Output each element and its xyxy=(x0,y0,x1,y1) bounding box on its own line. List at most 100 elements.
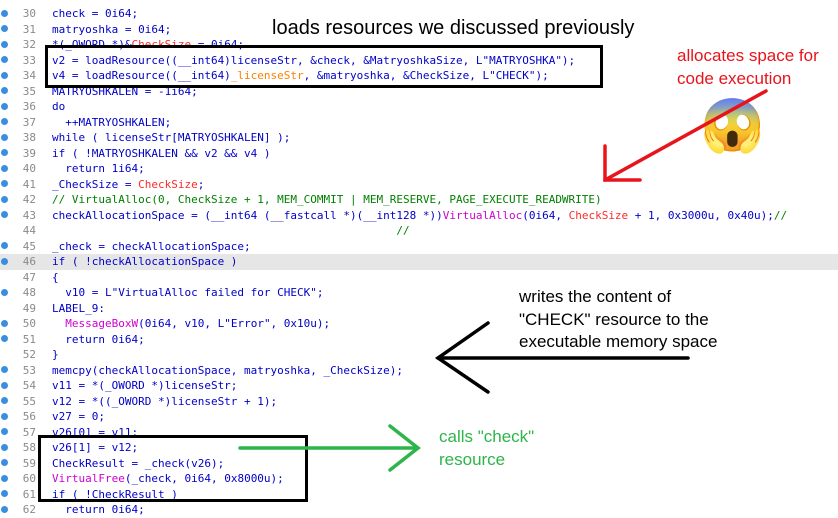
code-text: check = 0i64; xyxy=(52,6,138,22)
code-token: return 1i64; xyxy=(52,162,145,175)
breakpoint-dot-icon[interactable] xyxy=(1,211,8,218)
code-text: v2 = loadResource((__int64)licenseStr, &… xyxy=(52,53,575,69)
annotation-loads: loads resources we discussed previously xyxy=(272,17,635,39)
code-line: 41_CheckSize = CheckSize; xyxy=(0,177,838,193)
annotation-writes-line3: executable memory space xyxy=(519,332,718,351)
code-text: memcpy(checkAllocationSpace, matryoshka,… xyxy=(52,363,403,379)
line-number: 36 xyxy=(22,100,36,113)
breakpoint-dot-icon[interactable] xyxy=(1,87,8,94)
annotation-writes-line1: writes the content of xyxy=(519,287,672,306)
breakpoint-dot-icon[interactable] xyxy=(1,474,8,482)
breakpoint-dot-icon[interactable] xyxy=(1,319,8,327)
code-token: if ( !CheckResult ) xyxy=(52,487,178,501)
code-token: v2 = loadResource((__int64)licenseStr, &… xyxy=(52,53,576,67)
line-number: 53 xyxy=(22,363,36,377)
line-number: 40 xyxy=(22,162,36,175)
code-token: (0i64, xyxy=(522,208,569,222)
breakpoint-dot-icon[interactable] xyxy=(1,242,8,249)
code-token: memcpy(checkAllocationSpace, matryoshka,… xyxy=(52,363,403,377)
line-number: 52 xyxy=(22,348,36,361)
load-resources-box xyxy=(45,45,603,88)
code-token: return 0i64; xyxy=(52,503,145,516)
line-number: 59 xyxy=(22,456,36,470)
breakpoint-dot-icon[interactable] xyxy=(1,257,8,265)
breakpoint-dot-icon[interactable] xyxy=(1,102,8,110)
code-text: // VirtualAlloc(0, CheckSize + 1, MEM_CO… xyxy=(52,192,602,208)
code-token: // xyxy=(52,224,410,237)
code-text: MessageBoxW(0i64, v10, L"Error", 0x10u); xyxy=(52,316,330,332)
code-text: if ( !checkAllocationSpace ) xyxy=(52,254,237,270)
breakpoint-dot-icon[interactable] xyxy=(1,397,8,404)
breakpoint-dot-icon[interactable] xyxy=(1,133,8,141)
breakpoint-dot-icon[interactable] xyxy=(1,459,8,466)
code-token: (0i64, v10, L"Error", 0x10u); xyxy=(138,317,331,330)
code-token: + 1, 0x3000u, 0x40u); xyxy=(628,208,774,222)
code-token: return 0i64; xyxy=(52,332,145,346)
code-token: v11 = *(_OWORD *)licenseStr; xyxy=(52,379,238,392)
line-number: 62 xyxy=(22,503,36,516)
breakpoint-dot-icon[interactable] xyxy=(1,443,8,451)
code-token: } xyxy=(52,348,59,361)
line-number: 57 xyxy=(22,425,36,439)
code-line: 53 memcpy(checkAllocationSpace, matryoshk… xyxy=(0,363,838,379)
breakpoint-dot-icon[interactable] xyxy=(1,412,8,420)
code-line: 52} xyxy=(0,347,838,363)
breakpoint-dot-icon[interactable] xyxy=(1,195,8,203)
breakpoint-dot-icon[interactable] xyxy=(1,40,8,48)
code-text: matryoshka = 0i64; xyxy=(52,22,171,38)
code-line: 34 v4 = loadResource((__int64)_licenseStr… xyxy=(0,68,838,84)
line-number: 34 xyxy=(22,69,36,82)
breakpoint-dot-icon[interactable] xyxy=(1,118,8,125)
code-text: // xyxy=(52,223,410,239)
breakpoint-dot-icon[interactable] xyxy=(1,366,8,373)
line-number: 38 xyxy=(22,131,36,144)
line-number: 58 xyxy=(22,441,36,454)
code-line: 62 return 0i64; xyxy=(0,502,838,518)
line-number: 32 xyxy=(22,38,36,51)
breakpoint-dot-icon[interactable] xyxy=(1,71,8,79)
code-line: 50 MessageBoxW(0i64, v10, L"Error", 0x10… xyxy=(0,316,838,332)
code-token: check = 0i64; xyxy=(52,7,139,20)
code-line: 44 // xyxy=(0,223,838,239)
breakpoint-dot-icon[interactable] xyxy=(1,335,8,342)
code-line: 45_check = checkAllocationSpace; xyxy=(0,239,838,255)
line-number: 39 xyxy=(22,146,36,160)
breakpoint-dot-icon[interactable] xyxy=(1,490,8,497)
line-number: 46 xyxy=(22,255,36,268)
code-text: v10 = L"VirtualAlloc failed for CHECK"; xyxy=(52,285,323,301)
code-line: 40 return 1i64; xyxy=(0,161,838,177)
breakpoint-dot-icon[interactable] xyxy=(1,180,8,187)
code-text: return 0i64; xyxy=(52,332,145,348)
breakpoint-dot-icon[interactable] xyxy=(1,9,8,17)
code-token: MessageBoxW xyxy=(65,317,139,330)
code-text: v12 = *((_OWORD *)licenseStr + 1); xyxy=(52,394,277,410)
code-token: if ( !checkAllocationSpace ) xyxy=(52,255,238,268)
code-token: while ( licenseStr[MATRYOSHKALEN] ); xyxy=(52,131,291,144)
code-token: v27 = 0; xyxy=(52,410,105,423)
line-number: 51 xyxy=(22,332,36,346)
line-number: 44 xyxy=(22,224,36,237)
code-text: v27 = 0; xyxy=(52,409,105,425)
breakpoint-dot-icon[interactable] xyxy=(1,381,8,389)
breakpoint-dot-icon[interactable] xyxy=(1,288,8,296)
code-text: CheckResult = _check(v26); xyxy=(52,456,224,472)
breakpoint-dot-icon[interactable] xyxy=(1,164,8,172)
breakpoint-dot-icon[interactable] xyxy=(1,25,8,32)
breakpoint-dot-icon[interactable] xyxy=(1,149,8,156)
code-line: 42// VirtualAlloc(0, CheckSize + 1, MEM_… xyxy=(0,192,838,208)
code-text: if ( !MATRYOSHKALEN && v2 && v4 ) xyxy=(52,146,271,162)
code-token: _licenseStr xyxy=(230,69,304,82)
annotation-calls-line1: calls "check" xyxy=(439,427,535,446)
line-number: 48 xyxy=(22,286,36,299)
code-text: } xyxy=(52,347,59,363)
breakpoint-dot-icon[interactable] xyxy=(1,505,8,513)
breakpoint-dot-icon[interactable] xyxy=(1,428,8,435)
breakpoint-dot-icon[interactable] xyxy=(1,56,8,63)
code-text: v4 = loadResource((__int64)_licenseStr, … xyxy=(52,68,549,84)
